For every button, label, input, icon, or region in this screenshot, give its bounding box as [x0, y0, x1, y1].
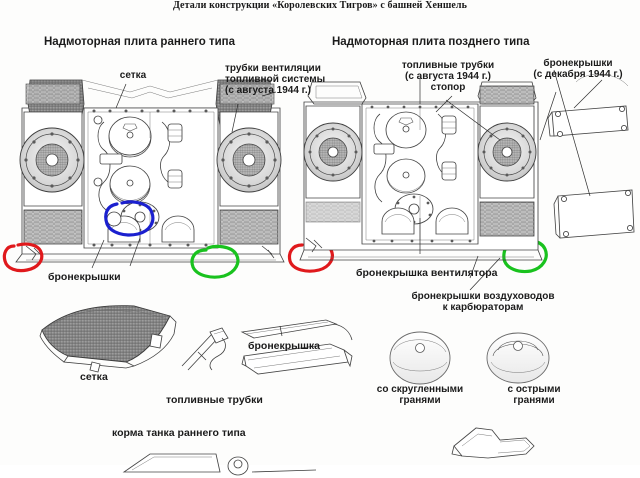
hull-rear-drawing — [120, 448, 320, 478]
caption-armor-cover: бронекрышка — [248, 340, 320, 352]
armor-cover-detail-drawing — [240, 318, 360, 380]
caption-fuel-tubes: топливные трубки — [166, 394, 263, 406]
label-fuel-tubes-line1: топливные трубки — [401, 60, 495, 71]
label-vent-tubes-line1: трубки вентиляции — [225, 63, 321, 74]
label-armor-covers-dec-line2: (с декабря 1944 г.) — [533, 69, 623, 81]
mesh-panel-detail-drawing — [38, 300, 188, 373]
engine-deck-early-drawing — [12, 78, 290, 268]
label-mesh-top: сетка — [119, 70, 147, 81]
label-carb-ducts-line2: к карбюраторам — [442, 302, 524, 314]
caption-mesh: сетка — [80, 371, 108, 383]
label-vent-tubes-line3: (с августа 1944 г.) — [225, 85, 311, 97]
page-title: Детали конструкции «Королевских Тигров» … — [172, 0, 468, 11]
caption-hull-rear: корма танка раннего типа — [112, 427, 246, 439]
engine-deck-late-drawing — [296, 78, 546, 268]
heading-early-deck-plate: Надмоторная плита раннего типа — [44, 36, 236, 48]
heading-late-deck-plate: Надмоторная плита позднего типа — [332, 36, 530, 48]
label-stopper: стопор — [430, 82, 466, 94]
caption-sharp-edges-line2: гранями — [513, 395, 555, 407]
bracket-detail-drawing — [448, 424, 558, 466]
label-carb-ducts-line1: бронекрышки воздуховодов — [411, 291, 555, 302]
caption-rounded-edges-line1: со скругленными — [376, 384, 464, 395]
fuel-tube-small-detail-drawing — [178, 326, 238, 372]
caption-rounded-edges-line2: гранями — [399, 395, 441, 407]
label-fan-armor-cover: бронекрышка вентилятора — [356, 267, 498, 279]
round-cover-sharp-drawing — [480, 326, 556, 386]
round-cover-rounded-drawing — [384, 328, 456, 386]
label-armor-covers-dec-line1: бронекрышки — [543, 58, 613, 69]
label-fuel-tubes-line2: (с августа 1944 г.) — [405, 71, 491, 83]
armor-cover-plates-drawing — [540, 69, 640, 268]
label-armor-covers-left: бронекрышки — [48, 271, 121, 283]
caption-sharp-edges-line1: с острыми — [507, 384, 561, 395]
label-vent-tubes-line2: топливной системы — [225, 74, 326, 86]
